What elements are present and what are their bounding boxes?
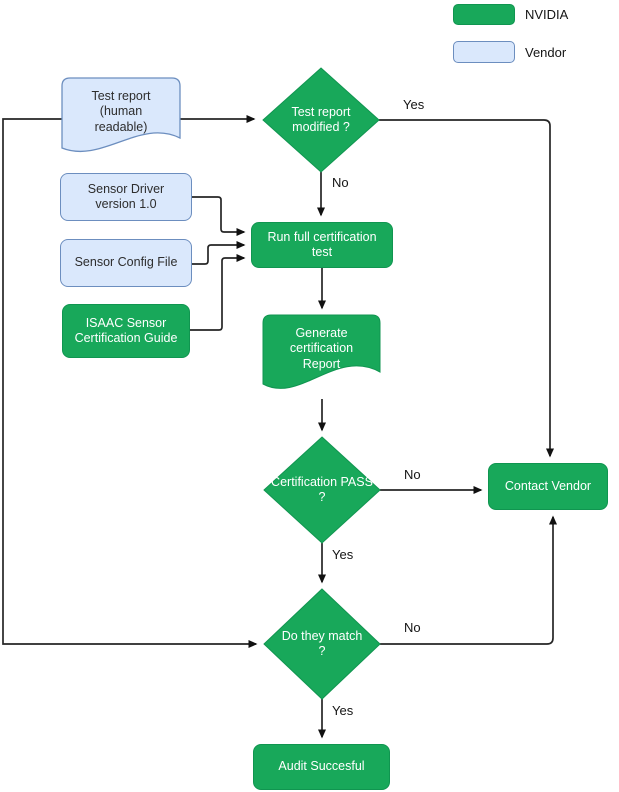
cert-pass-diamond bbox=[263, 436, 381, 544]
edge-match-no-to-contact bbox=[380, 515, 557, 645]
do-they-match-diamond bbox=[263, 588, 381, 700]
node-run-test-label: Run full certification test bbox=[267, 229, 377, 259]
edge-label-pass-no: No bbox=[402, 467, 423, 483]
edge-isaac-to-run bbox=[190, 254, 246, 331]
legend-vendor-label: Vendor bbox=[525, 45, 567, 60]
legend-vendor-swatch bbox=[453, 41, 515, 63]
edge-label-pass-yes: Yes bbox=[330, 547, 356, 563]
edge-modified-yes-to-contact bbox=[379, 119, 554, 458]
node-sensor-config: Sensor Config File bbox=[60, 239, 192, 287]
node-isaac-guide-label: ISAAC Sensor Certification Guide bbox=[74, 315, 178, 345]
edge-config-to-run bbox=[192, 241, 246, 265]
test-report-document-shape bbox=[61, 77, 181, 153]
test-report-modified-diamond bbox=[262, 67, 380, 173]
edge-doc-to-match-left-loop bbox=[2, 118, 258, 648]
edge-label-modified-no: No bbox=[330, 175, 351, 191]
node-contact-vendor: Contact Vendor bbox=[488, 463, 608, 510]
edge-label-modified-yes: Yes bbox=[401, 97, 427, 113]
node-sensor-driver: Sensor Driver version 1.0 bbox=[60, 173, 192, 221]
node-contact-vendor-label: Contact Vendor bbox=[504, 478, 592, 493]
node-sensor-driver-label: Sensor Driver version 1.0 bbox=[87, 181, 165, 211]
node-run-test: Run full certification test bbox=[251, 222, 393, 268]
node-isaac-guide: ISAAC Sensor Certification Guide bbox=[62, 304, 190, 358]
node-sensor-config-label: Sensor Config File bbox=[74, 255, 178, 270]
legend-nvidia-label: NVIDIA bbox=[525, 7, 569, 22]
edge-label-match-yes: Yes bbox=[330, 703, 356, 719]
edge-label-match-no: No bbox=[402, 620, 423, 636]
generate-report-document-shape bbox=[262, 314, 381, 389]
node-audit-successful: Audit Succesful bbox=[253, 744, 390, 790]
edge-driver-to-run bbox=[192, 196, 246, 236]
legend-nvidia-swatch bbox=[453, 4, 515, 25]
node-audit-successful-label: Audit Succesful bbox=[278, 759, 365, 774]
